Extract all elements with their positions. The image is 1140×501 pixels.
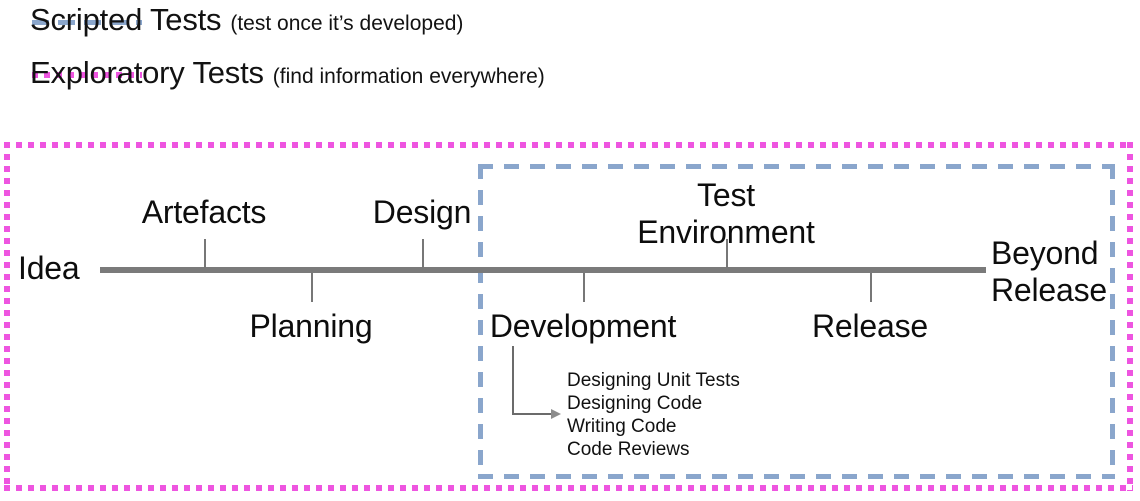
tick-design <box>422 239 424 268</box>
legend-note-exploratory: (find information everywhere) <box>272 65 545 88</box>
exploratory-region-border-right <box>1127 142 1133 491</box>
dashed-line-icon <box>32 20 142 25</box>
list-item: Code Reviews <box>567 439 690 460</box>
test-environment-line-2: Environment <box>637 214 815 250</box>
tick-release <box>870 273 872 302</box>
list-item: Designing Code <box>567 393 703 414</box>
test-environment-line-1: Test <box>697 177 755 213</box>
legend-title-scripted: Scripted Tests <box>30 2 222 37</box>
scripted-tests-region <box>478 164 1115 479</box>
stage-label-design: Design <box>372 194 472 230</box>
list-item: Writing Code <box>567 416 677 437</box>
tick-test-environment <box>726 239 728 268</box>
stage-label-planning: Planning <box>249 308 373 344</box>
scripted-region-border-top <box>478 164 1115 169</box>
elbow-arrow-icon <box>512 346 561 419</box>
list-item: Designing Unit Tests <box>567 370 740 391</box>
exploratory-region-border-top <box>4 142 1133 148</box>
stage-label-idea: Idea <box>18 250 80 286</box>
scripted-region-border-right <box>1110 164 1115 479</box>
tick-development <box>583 273 585 302</box>
tick-planning <box>311 273 313 302</box>
legend-item-scripted-tests: Scripted Tests (test once it’s developed… <box>30 2 463 38</box>
dotted-line-icon <box>32 72 142 78</box>
stage-label-artefacts: Artefacts <box>141 194 267 230</box>
stage-label-test-environment: Test Environment <box>637 177 815 251</box>
exploratory-region-border-bottom <box>4 485 1133 491</box>
exploratory-tests-region <box>4 142 1133 491</box>
development-activities-list: Designing Unit Tests Designing Code Writ… <box>567 369 740 461</box>
scripted-region-border-bottom <box>478 474 1115 479</box>
legend-item-exploratory-tests: Exploratory Tests (find information ever… <box>30 55 545 91</box>
timeline-axis <box>100 267 986 273</box>
exploratory-region-border-left <box>4 142 10 491</box>
legend-title-exploratory: Exploratory Tests <box>30 55 264 90</box>
beyond-release-line-2: Release <box>991 272 1108 308</box>
stage-label-beyond-release: Beyond Release <box>991 235 1107 309</box>
legend-note-scripted: (test once it’s developed) <box>230 12 464 35</box>
tick-artefacts <box>204 239 206 268</box>
stage-label-development: Development <box>489 308 677 344</box>
scripted-region-border-left <box>478 164 483 479</box>
beyond-release-line-1: Beyond <box>991 235 1099 271</box>
stage-label-release: Release <box>811 308 929 344</box>
